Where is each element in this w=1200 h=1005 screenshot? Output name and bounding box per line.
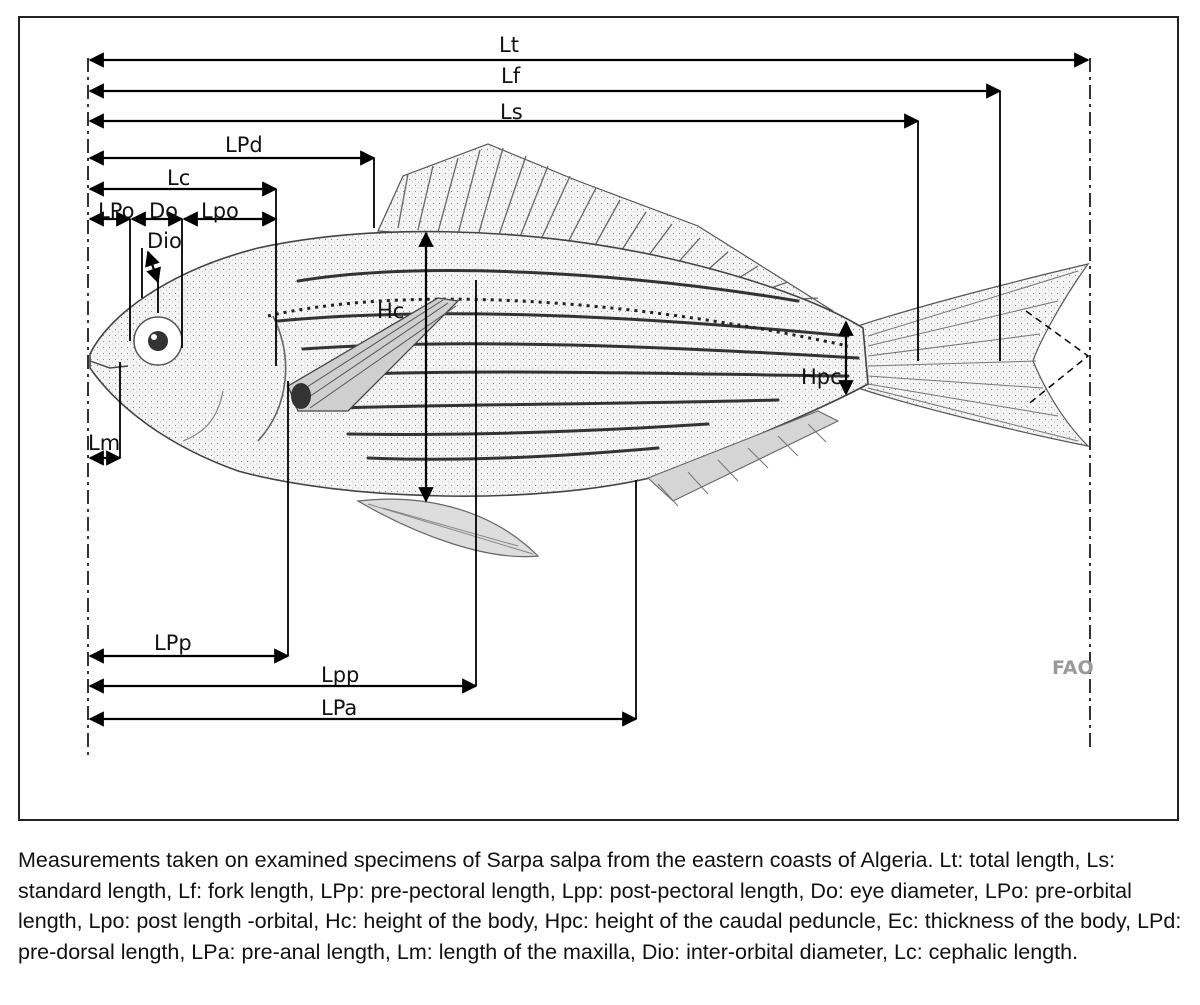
morphometric-diagram: Lt Lf Ls LPd Lc LPo Do Lpo Dio Hc Hpc Lm… xyxy=(87,33,1094,756)
label-LPo: LPo xyxy=(98,199,134,223)
label-Lpp: Lpp xyxy=(321,663,359,687)
label-LPp: LPp xyxy=(154,631,192,655)
label-Lpo: Lpo xyxy=(201,199,239,223)
label-Hpc: Hpc xyxy=(801,365,842,389)
label-Ls: Ls xyxy=(500,100,523,124)
label-Lt: Lt xyxy=(499,33,519,57)
label-LPd: LPd xyxy=(225,133,263,157)
arrow-Dio xyxy=(145,250,161,284)
label-Lc: Lc xyxy=(167,166,190,190)
label-LPa: LPa xyxy=(321,696,357,720)
label-Dio: Dio xyxy=(147,229,182,253)
fao-watermark: FAO xyxy=(1052,657,1094,679)
figure-caption: Measurements taken on examined specimens… xyxy=(18,848,1182,964)
label-Hc: Hc xyxy=(377,299,404,323)
label-Lf: Lf xyxy=(501,64,521,88)
label-Do: Do xyxy=(149,199,178,223)
fish-illustration xyxy=(89,143,1090,558)
label-Lm: Lm xyxy=(88,431,120,455)
